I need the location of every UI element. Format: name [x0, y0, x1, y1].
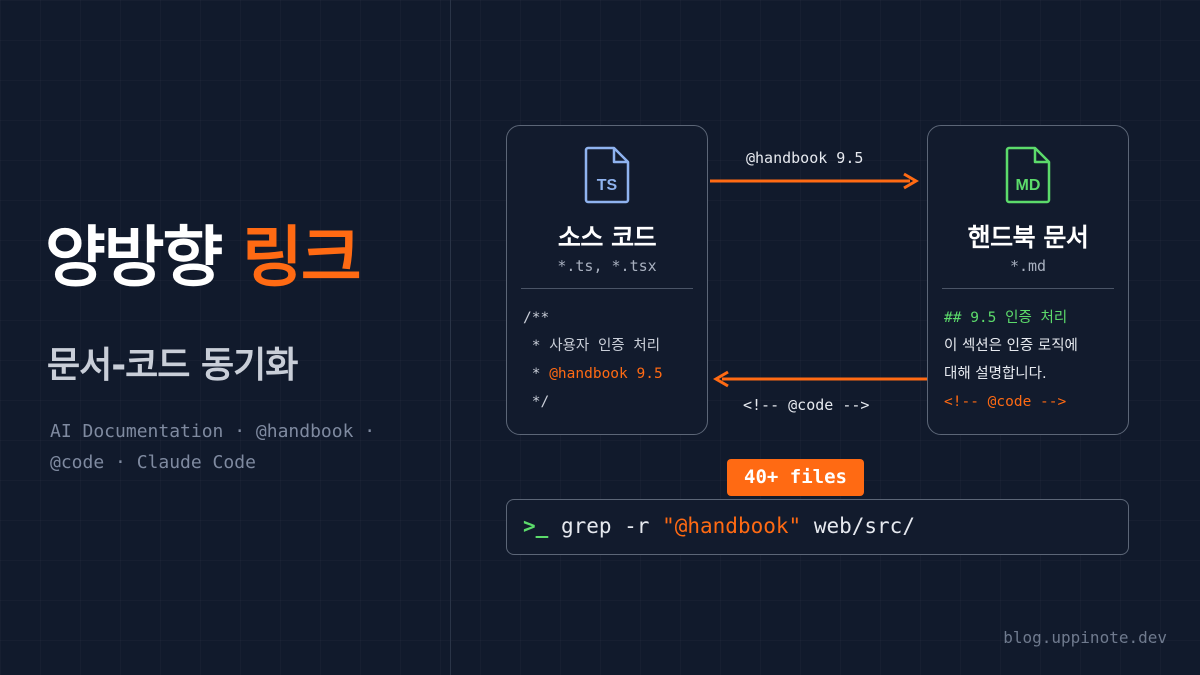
terminal-prompt-icon: >_	[523, 514, 549, 538]
md-text-line: 이 섹션은 인증 로직에	[944, 338, 1078, 354]
page-subtitle: 문서-코드 동기화	[47, 345, 298, 386]
title-accent: 링크	[242, 219, 361, 296]
code-line: * @handbook 9.5	[523, 360, 663, 388]
md-text-line: 대해 설명합니다.	[944, 366, 1047, 382]
doc-card-ext: *.md	[1009, 257, 1047, 275]
code-annotation: <!-- @code -->	[944, 394, 1067, 410]
backward-arrow	[713, 370, 927, 388]
source-code-snippet: /** * 사용자 인증 처리 * @handbook 9.5 */	[523, 304, 663, 416]
md-file-icon: MD	[1005, 146, 1051, 204]
footer-url: blog.uppinote.dev	[1003, 628, 1167, 647]
md-icon-label: MD	[1016, 177, 1041, 194]
tag-list: AI Documentation · @handbook · @code · C…	[50, 416, 430, 478]
handbook-annotation: @handbook 9.5	[549, 366, 663, 382]
code-line: * 사용자 인증 처리	[523, 338, 661, 354]
md-heading-line: ## 9.5 인증 처리	[944, 310, 1068, 326]
terminal-cmd: grep -r	[548, 514, 663, 538]
source-code-card: TS 소스 코드 *.ts, *.tsx /** * 사용자 인증 처리 * @…	[506, 125, 708, 435]
file-count-badge: 40+ files	[727, 459, 864, 496]
page-title: 양방향 링크	[45, 218, 362, 298]
doc-card-title: 핸드북 문서	[967, 223, 1089, 252]
backward-arrow-label: <!-- @code -->	[743, 396, 870, 414]
ts-icon-label: TS	[597, 177, 618, 194]
title-main: 양방향	[45, 219, 223, 296]
vertical-divider	[450, 0, 451, 675]
source-card-ext: *.ts, *.tsx	[557, 257, 657, 275]
code-line: */	[523, 394, 550, 410]
forward-arrow-label: @handbook 9.5	[746, 149, 864, 167]
tag-line-1: AI Documentation · @handbook ·	[50, 421, 376, 442]
terminal-command: >_ grep -r "@handbook" web/src/	[506, 499, 1129, 555]
code-line: /**	[523, 310, 550, 326]
terminal-path: web/src/	[801, 514, 915, 538]
tag-line-2: @code · Claude Code	[50, 452, 256, 473]
source-card-separator	[521, 288, 693, 289]
code-prefix: *	[523, 366, 550, 382]
doc-card-separator	[942, 288, 1114, 289]
terminal-search-string: "@handbook"	[662, 514, 802, 538]
forward-arrow	[710, 172, 919, 190]
ts-file-icon: TS	[584, 146, 630, 204]
source-card-title: 소스 코드	[557, 223, 657, 252]
